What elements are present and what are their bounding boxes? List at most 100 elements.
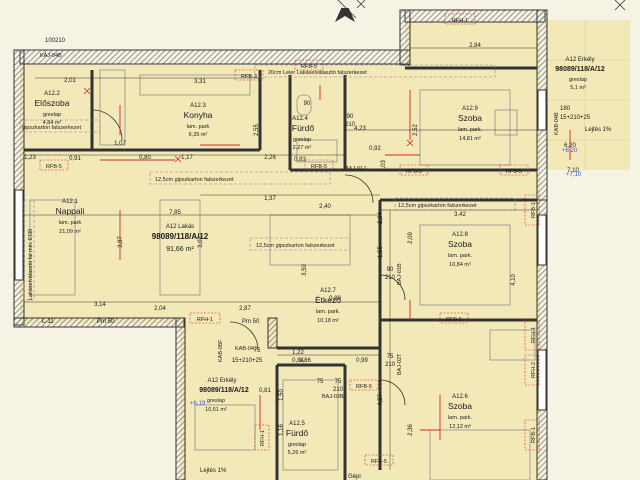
room-id: A12.4	[292, 116, 308, 122]
door-tag: BAJ-02B	[322, 394, 344, 400]
height: +6,19	[190, 401, 206, 407]
floor-areas	[20, 20, 630, 480]
tag: RFB-5	[301, 64, 317, 70]
wall-left	[13, 49, 25, 326]
dimensions: 2,84 3,31 4,23 2,52 3,42 7,85 1,37 2,40 …	[24, 38, 591, 436]
wall-note: 12,5cm gipszkarton falszerkezet	[398, 203, 477, 209]
room-area: 21,09 m²	[59, 229, 81, 235]
tag: RFB-5	[356, 384, 372, 390]
wall-tags: RFH-1 RFB-3 RFB-5 RFB-5 RFB-5 RFH-1 RFB-…	[46, 18, 537, 465]
dim: 0,83	[294, 157, 306, 163]
height-markers: +6,20 +7,10 +6,19	[190, 148, 582, 407]
room-area: 10,18 m²	[317, 318, 339, 324]
dim: 1,55	[378, 246, 384, 258]
dim: 1,17	[181, 155, 193, 161]
dim: 3,42	[454, 212, 466, 218]
dim-door: 210	[385, 362, 396, 368]
dim: 4,23	[354, 126, 366, 132]
dim-door: 100	[45, 38, 56, 44]
room-name: Előszoba	[35, 98, 70, 108]
room-floor: greslap	[43, 112, 61, 118]
apartment-area: 91,66 m²	[166, 246, 194, 253]
room-id: A12 Erkély	[207, 378, 236, 384]
dim: 2,87	[239, 306, 251, 312]
dim-door: 75	[254, 348, 261, 354]
dim-door: 90	[304, 101, 311, 107]
dim: 1,50	[279, 389, 285, 401]
tag: RFH-1	[531, 327, 537, 343]
dim: 1,22	[292, 350, 304, 356]
dim: 1,37	[264, 196, 276, 202]
slope-label: Lejtés 1%	[585, 127, 612, 133]
room-area: 14,81 m²	[459, 136, 481, 142]
dim: 1,86	[299, 358, 311, 364]
dim: 1,03	[381, 160, 387, 172]
dim-height: 7,10	[567, 168, 579, 174]
door-tag: KAJ-04B	[40, 53, 62, 59]
dim: 3,87	[118, 236, 124, 248]
wardrobe-left	[99, 69, 126, 146]
door-tag: KAB-08F	[218, 339, 224, 362]
room-floor: lam. park	[59, 220, 82, 226]
door-arc-3	[379, 274, 406, 301]
tag: RFH-1	[260, 430, 266, 446]
dim: 7,85	[169, 210, 181, 216]
room-name: Szoba	[448, 239, 472, 249]
chair-top-right	[494, 109, 518, 136]
room-id: A12.6	[452, 394, 468, 400]
window-right-3	[537, 349, 547, 411]
dim: 2,26	[264, 155, 276, 161]
floor-main	[20, 65, 540, 323]
dim-door: 180	[560, 106, 571, 112]
dim: 3,14	[94, 302, 106, 308]
dim: 2,40	[319, 204, 331, 210]
wall-notes: 20cm Leier Lakáselválasztó falszerkezet …	[22, 70, 477, 300]
door-tags: KAJ-04B BAJ-01J BAJ-01B BAJ-02B BAJ-02T …	[40, 53, 560, 400]
dim: 4,87	[378, 394, 384, 406]
pm-label: Pm 50	[242, 319, 260, 325]
dim-door: 210	[333, 387, 344, 393]
dim-door: 210	[345, 122, 356, 128]
bathtub	[282, 379, 339, 471]
tag-boxes	[39, 13, 540, 466]
wall-note: Lakáselválasztó fal min. EI30	[28, 229, 34, 300]
dim: 2,09	[408, 232, 414, 244]
dim: 2,94	[378, 212, 384, 224]
wall-lower-left	[175, 317, 186, 480]
dim-door: 90	[347, 114, 354, 120]
tag: RFB-1	[531, 202, 537, 218]
partition-walls	[24, 66, 537, 480]
room-area: 5,1 m²	[570, 85, 586, 91]
door-tag: BAJ-01B	[397, 263, 403, 285]
dim: 0,81	[259, 388, 271, 394]
fixtures	[29, 69, 536, 480]
dim: 0,99	[356, 358, 368, 364]
room-name: Fürdő	[286, 428, 308, 438]
tag: RFB-3	[241, 74, 257, 80]
dim: 2,84	[469, 43, 481, 49]
dim: 2,52	[413, 124, 419, 136]
height: +7,10	[566, 172, 582, 178]
room-floor: greslap	[569, 77, 587, 83]
room-area: 5,26 m²	[288, 450, 307, 456]
room-id: A12.3	[190, 103, 206, 109]
tag: RFB-5	[506, 169, 522, 175]
room-area: 6,35 m²	[189, 132, 208, 138]
dim-lines	[24, 47, 537, 470]
room-name: 98089/118/A/12	[555, 66, 605, 73]
wall-right-lower	[536, 199, 548, 480]
room-area: 4,84 m²	[43, 120, 62, 126]
apartment-ref: 98089/118/A/12	[152, 232, 209, 241]
wall-note-boxes	[19, 64, 516, 301]
north-arrow-shape	[335, 0, 355, 22]
sofa	[29, 199, 76, 296]
wall-top-left	[19, 49, 411, 65]
door-arc-2	[344, 174, 374, 204]
misc-labels: Lejtés 1% Lejtés 1% Pm 50 Pm 50 L-11 Gép…	[42, 127, 612, 480]
dim: 1,07	[114, 141, 126, 147]
desk	[489, 329, 536, 361]
red-leaders	[100, 85, 571, 440]
apartment-id: A12 Lakás	[166, 224, 194, 230]
windows	[14, 89, 547, 411]
